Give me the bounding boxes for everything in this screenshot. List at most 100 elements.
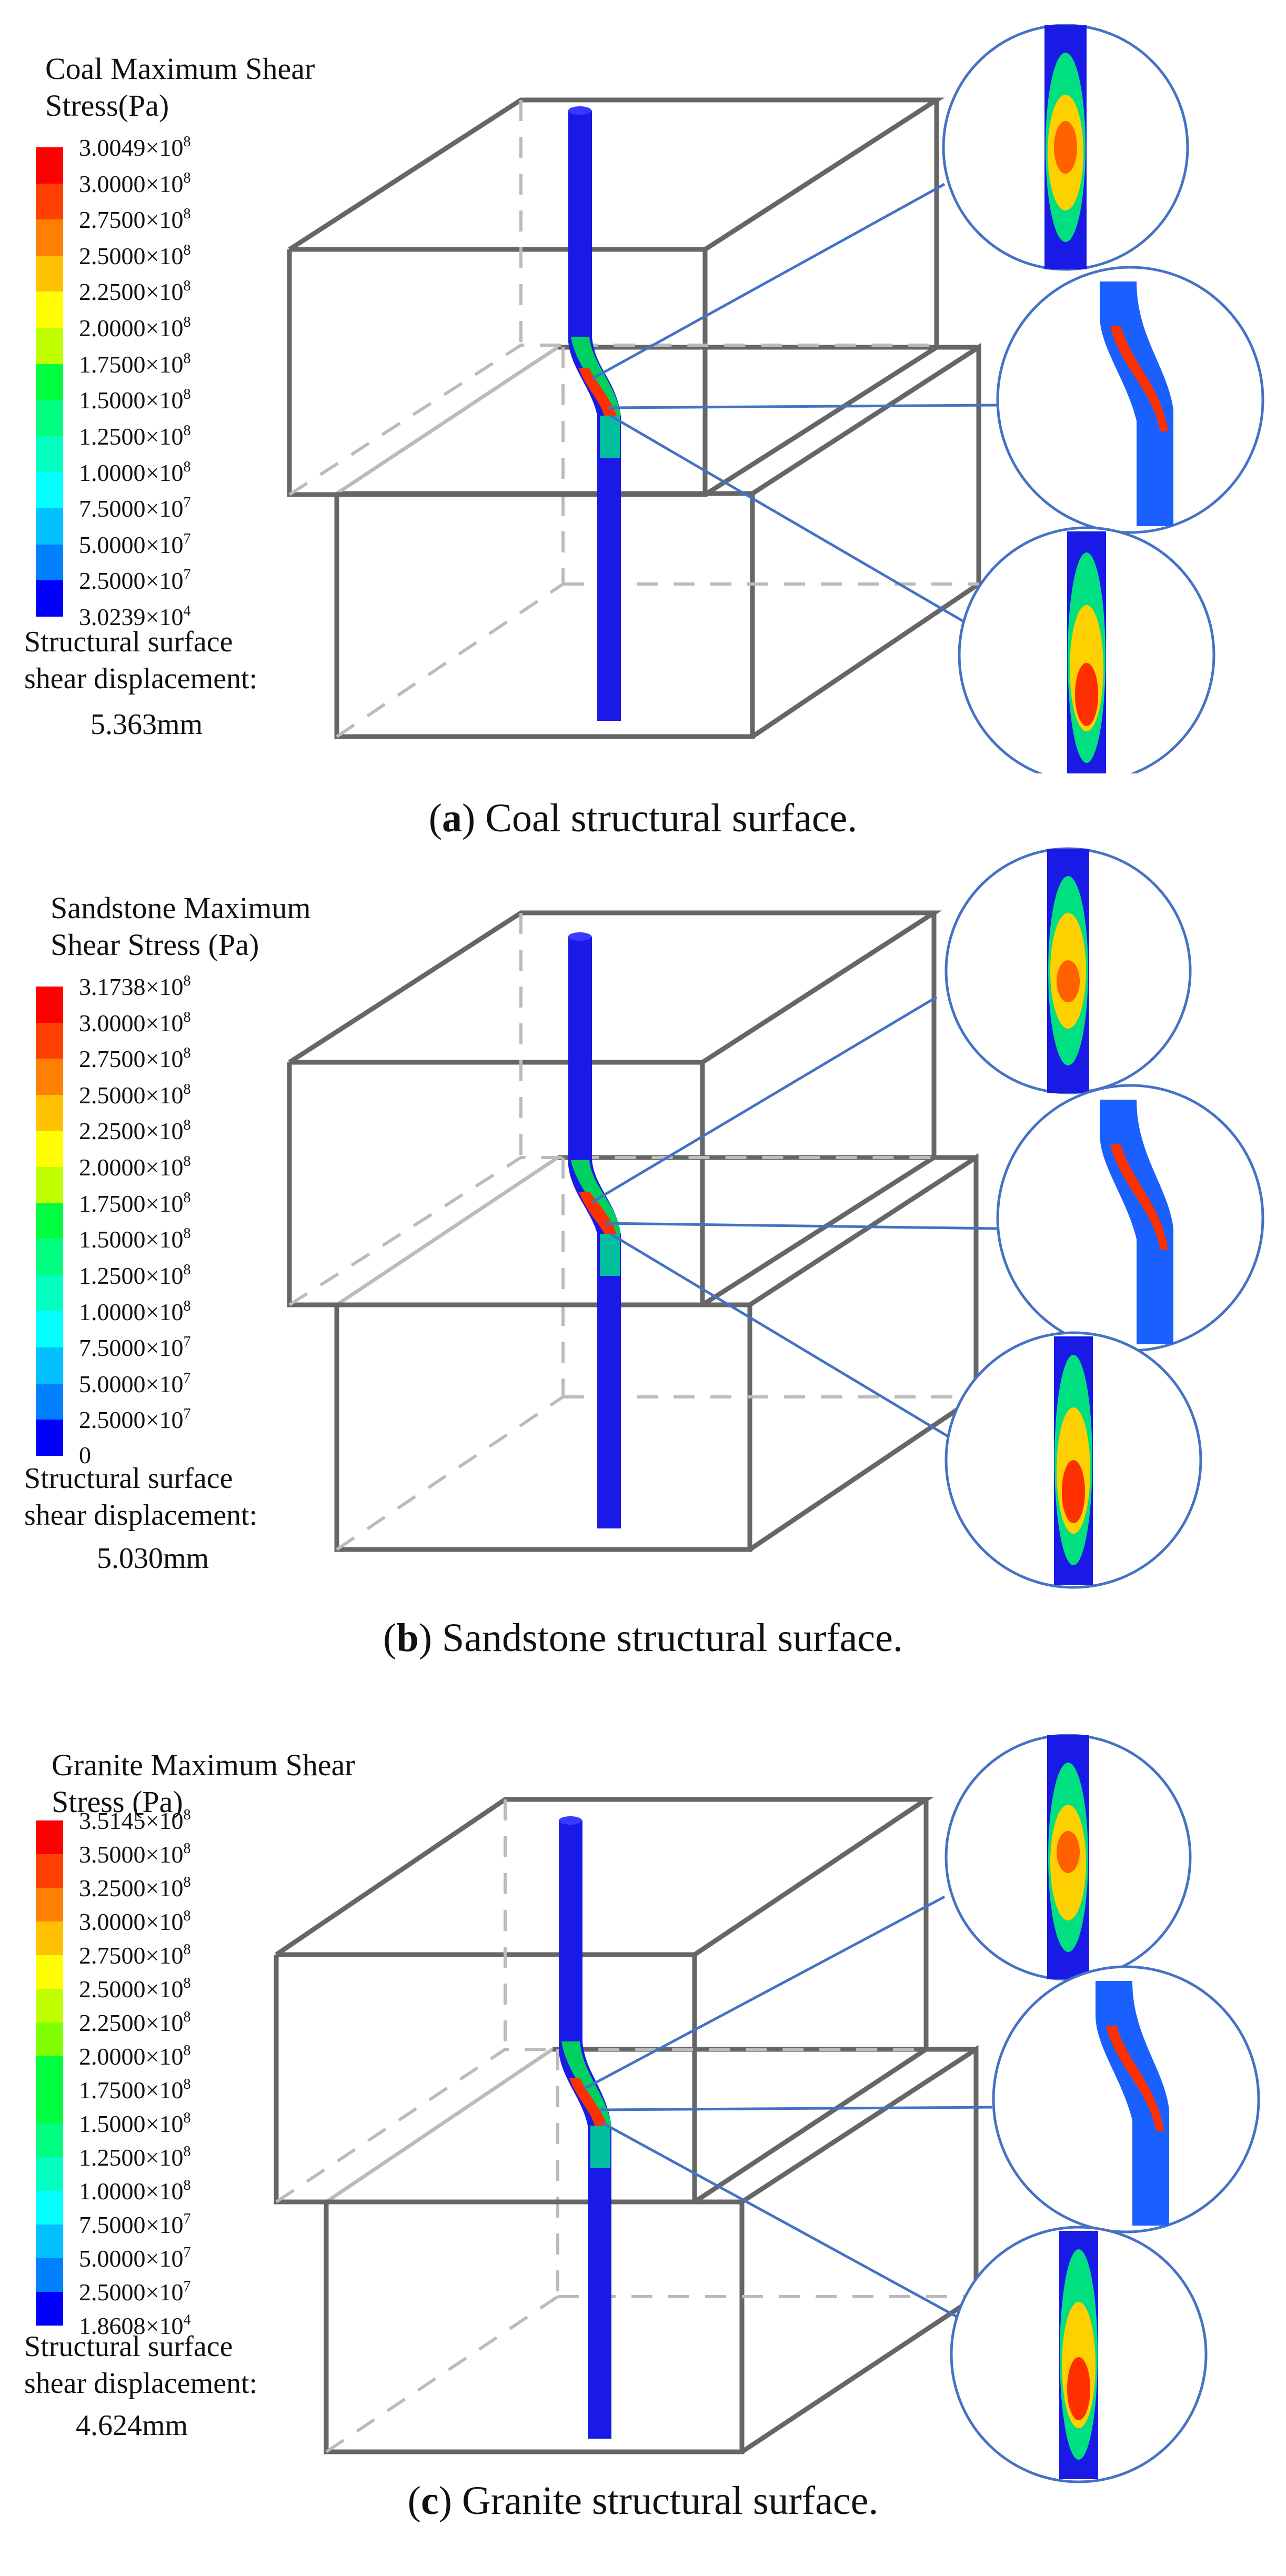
displacement-label: Structural surface shear displacement: (24, 1462, 258, 1532)
color-scale-segment (36, 544, 63, 581)
color-scale-segment (36, 2157, 63, 2191)
color-scale-segment (36, 364, 63, 400)
color-scale-segment (36, 1955, 63, 1989)
color-scale-label: 0 (79, 1442, 91, 1468)
color-scale-segment (36, 1022, 63, 1059)
zoom-circles (945, 1734, 1260, 2483)
color-scale-label: 2.5000×108 (79, 1975, 191, 2003)
panel-sandstone: Sandstone Maximum Shear Stress (Pa) 3.17… (0, 844, 1286, 1686)
legend-title: Granite Maximum Shear Stress (Pa) (52, 1748, 355, 1819)
color-scale-segment (36, 2124, 63, 2157)
color-scale-segment (36, 2258, 63, 2292)
panel-coal: Coal Maximum Shear Stress(Pa) 3.0049×108… (0, 0, 1286, 842)
color-scale-label: 2.7500×108 (79, 1045, 191, 1073)
lower-block (334, 1153, 979, 1552)
color-scale-segment (36, 183, 63, 220)
displacement-value: 5.030mm (97, 1542, 209, 1575)
color-scale-segment (36, 2225, 63, 2258)
callout-lines (583, 1895, 992, 2325)
color-scale-label: 1.7500×108 (79, 2076, 191, 2104)
color-scale-label: 2.0000×108 (79, 2042, 191, 2070)
color-scale-segment (36, 147, 63, 184)
color-scale-segment (36, 2292, 63, 2326)
color-scale-bar (36, 1820, 63, 2326)
color-scale-label: 1.0000×108 (79, 458, 191, 486)
color-scale-label: 5.0000×107 (79, 2245, 191, 2272)
color-scale-label: 2.5000×107 (79, 2278, 191, 2306)
color-scale-label: 1.2500×108 (79, 422, 191, 450)
anchor-bolt (568, 106, 621, 721)
color-scale-label: 5.0000×107 (79, 530, 191, 558)
color-scale-segment (36, 2022, 63, 2056)
color-scale-segment (36, 219, 63, 256)
color-scale-segment (36, 291, 63, 328)
color-scale-segment (36, 1888, 63, 1921)
color-scale-segment (36, 2090, 63, 2124)
color-scale-label: 2.0000×108 (79, 314, 191, 342)
color-scale-label: 3.5000×108 (79, 1840, 191, 1868)
color-scale-label: 3.5145×108 (79, 1807, 191, 1834)
color-scale-label: 1.7500×108 (79, 1189, 191, 1217)
caption: (a) Coal structural surface. (428, 796, 858, 840)
color-scale-label: 3.0000×108 (79, 1908, 191, 1935)
color-scale-segment (36, 1239, 63, 1275)
color-scale-segment (36, 580, 63, 617)
color-scale-label: 7.5000×107 (79, 1334, 191, 1362)
color-scale-segment (36, 400, 63, 436)
color-scale-bar (36, 147, 63, 617)
color-scale-label: 1.0000×108 (79, 1297, 191, 1325)
color-scale-label: 3.1738×108 (79, 973, 191, 1000)
color-scale-label: 1.5000×108 (79, 1225, 191, 1253)
color-scale-segment (36, 255, 63, 292)
color-scale-segment (36, 328, 63, 364)
color-scale-label: 1.8608×104 (79, 2312, 191, 2339)
color-scale-segment (36, 2056, 63, 2090)
color-scale-segment (36, 1383, 63, 1420)
legend-title: Coal Maximum Shear Stress(Pa) (45, 52, 315, 123)
color-scale-label: 1.2500×108 (79, 2144, 191, 2171)
color-scale-segment (36, 472, 63, 509)
color-scale-label: 2.0000×108 (79, 1153, 191, 1181)
callout-lines (591, 995, 998, 1441)
color-scale-segment (36, 1059, 63, 1095)
color-scale-label: 2.7500×108 (79, 206, 191, 234)
color-scale-segment (36, 1854, 63, 1888)
color-scale-label: 2.7500×108 (79, 1941, 191, 1969)
color-scale-label: 3.0049×108 (79, 134, 191, 161)
color-scale-segment (36, 1131, 63, 1168)
color-scale-segment (36, 1167, 63, 1203)
upper-block (274, 1797, 934, 2205)
color-scale-label: 2.5000×108 (79, 1081, 191, 1109)
color-scale-segment (36, 1347, 63, 1384)
color-scale-label: 1.5000×108 (79, 2110, 191, 2137)
color-scale-segment (36, 1203, 63, 1240)
displacement-label: Structural surface shear displacement: (24, 626, 258, 695)
displacement-value: 4.624mm (76, 2409, 188, 2442)
scene-diagram (287, 847, 1264, 1589)
color-scale-label: 1.0000×108 (79, 2177, 191, 2205)
color-scale-label: 3.0000×108 (79, 1009, 191, 1037)
color-scale-segment (36, 1420, 63, 1456)
color-scale-label: 1.7500×108 (79, 350, 191, 378)
color-scale-segment (36, 1921, 63, 1955)
color-scale-segment (36, 1275, 63, 1312)
panel-granite: Granite Maximum Shear Stress (Pa) 3.5145… (0, 1715, 1286, 2557)
color-scale-label: 3.0239×104 (79, 603, 191, 630)
callout-lines (591, 183, 998, 630)
color-scale-label: 7.5000×107 (79, 2211, 191, 2238)
scene-diagram (274, 1734, 1260, 2483)
color-scale-label: 1.2500×108 (79, 1261, 191, 1289)
color-scale-label: 1.5000×108 (79, 386, 191, 414)
color-scale-bar (36, 987, 63, 1456)
color-scale-segment (36, 987, 63, 1023)
color-scale-label: 7.5000×107 (79, 495, 191, 522)
color-scale-segment (36, 508, 63, 545)
upper-block (287, 97, 945, 497)
displacement-label: Structural surface shear displacement: (24, 2330, 258, 2400)
caption: (b) Sandstone structural surface. (383, 1616, 903, 1660)
color-scale-label: 2.2500×108 (79, 1117, 191, 1145)
anchor-bolt (568, 932, 621, 1528)
color-scale-label: 5.0000×107 (79, 1370, 191, 1397)
color-scale-segment (36, 1094, 63, 1131)
color-scale-label: 3.0000×108 (79, 169, 191, 197)
